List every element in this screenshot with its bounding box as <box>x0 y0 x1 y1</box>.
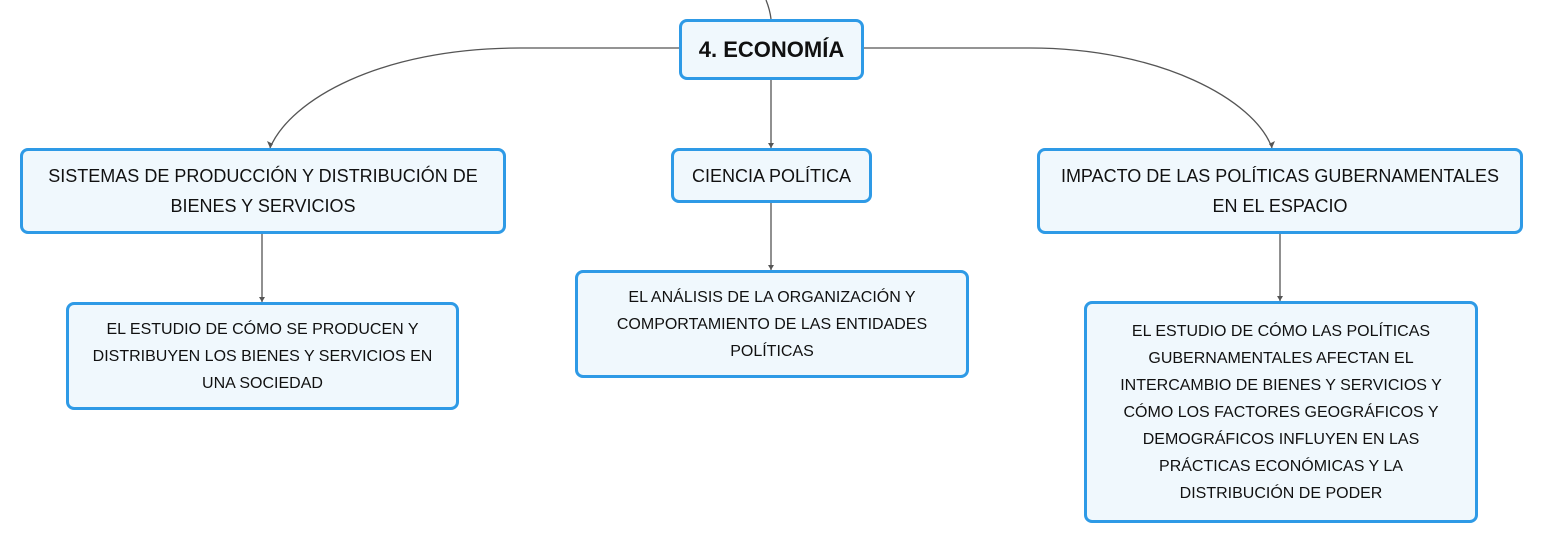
topic-ciencia-politica[interactable]: CIENCIA POLÍTICA <box>671 148 872 203</box>
subtopic-label: EL ANÁLISIS DE LA ORGANIZACIÓN Y COMPORT… <box>616 288 928 360</box>
subtopic-estudio-produccion[interactable]: EL ESTUDIO DE CÓMO SE PRODUCEN Y DISTRIB… <box>66 302 459 410</box>
arrowhead-sistemas-child <box>259 297 265 302</box>
topic-impacto-politicas[interactable]: IMPACTO DE LAS POLÍTICAS GUBERNAMENTALES… <box>1037 148 1523 234</box>
root-topic-label: 4. ECONOMÍA <box>698 36 845 62</box>
subtopic-label: EL ESTUDIO DE CÓMO SE PRODUCEN Y DISTRIB… <box>92 320 433 392</box>
topic-label: CIENCIA POLÍTICA <box>691 165 852 186</box>
connector-from-parent <box>765 0 772 20</box>
connector-root-to-impacto <box>864 47 1273 149</box>
arrowhead-ciencia <box>768 143 774 148</box>
arrowhead-sistemas <box>267 141 273 148</box>
arrowhead-impacto <box>1269 141 1275 148</box>
connector-root-to-sistemas <box>269 47 679 149</box>
subtopic-estudio-politicas[interactable]: EL ESTUDIO DE CÓMO LAS POLÍTICAS GUBERNA… <box>1084 301 1478 523</box>
topic-label: SISTEMAS DE PRODUCCIÓN Y DISTRIBUCIÓN DE… <box>48 166 478 216</box>
subtopic-analisis-organizacion[interactable]: EL ANÁLISIS DE LA ORGANIZACIÓN Y COMPORT… <box>575 270 969 378</box>
arrowhead-ciencia-child <box>768 265 774 270</box>
topic-label: IMPACTO DE LAS POLÍTICAS GUBERNAMENTALES… <box>1060 166 1500 216</box>
topic-sistemas-produccion[interactable]: SISTEMAS DE PRODUCCIÓN Y DISTRIBUCIÓN DE… <box>20 148 506 234</box>
arrowhead-impacto-child <box>1277 296 1283 301</box>
subtopic-label: EL ESTUDIO DE CÓMO LAS POLÍTICAS GUBERNA… <box>1120 322 1442 502</box>
root-topic[interactable]: 4. ECONOMÍA <box>679 19 864 80</box>
